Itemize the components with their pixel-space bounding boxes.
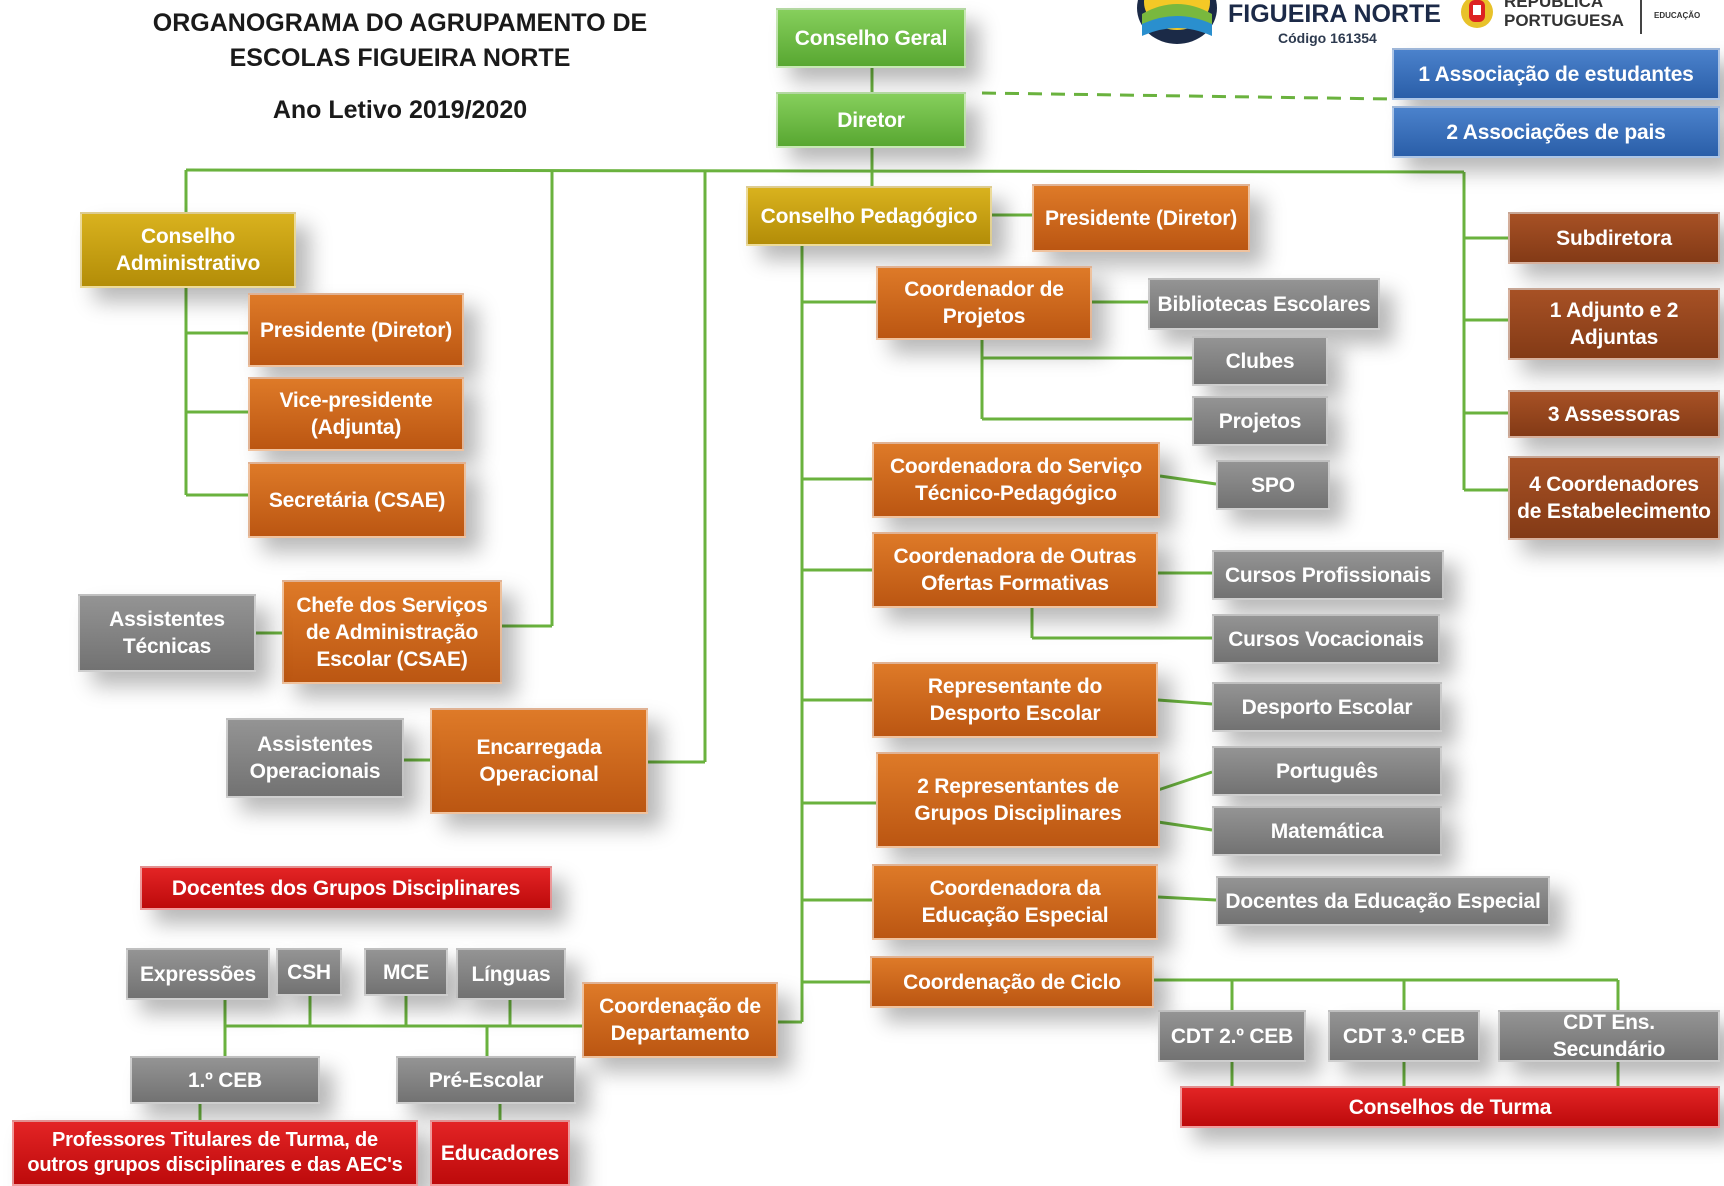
cp-presidente-box: Presidente (Diretor) [1032, 184, 1250, 252]
school-logo [1134, 0, 1220, 44]
cursos-profissionais-box: Cursos Profissionais [1212, 550, 1444, 600]
clubes-box: Clubes [1192, 336, 1328, 386]
adjuntos-box: 1 Adjunto e 2 Adjuntas [1508, 288, 1720, 360]
school-year: Ano Letivo 2019/2020 [272, 96, 528, 124]
representantes-grupos-box: 2 Representantes de Grupos Disciplinares [876, 752, 1160, 848]
republic-name: REPÚBLICA PORTUGUESA [1504, 0, 1624, 30]
associacao-estudantes-box: 1 Associação de estudantes [1392, 48, 1720, 100]
linguas-box: Línguas [456, 948, 566, 1000]
encarregada-operacional-box: Encarregada Operacional [430, 708, 648, 814]
coordenadora-educacao-especial-box: Coordenadora da Educação Especial [872, 864, 1158, 940]
coordenadores-estabelecimento-box: 4 Coordenadores de Estabelecimento [1508, 456, 1720, 540]
associacoes-pais-box: 2 Associações de pais [1392, 106, 1720, 158]
conselho-administrativo-box: Conselho Administrativo [80, 212, 296, 288]
chart-title-line1: ORGANOGRAMA DO AGRUPAMENTO DE [152, 9, 648, 37]
assessoras-box: 3 Assessoras [1508, 390, 1720, 438]
coordenadora-ofertas-box: Coordenadora de Outras Ofertas Formativa… [872, 532, 1158, 608]
conselhos-turma-box: Conselhos de Turma [1180, 1086, 1720, 1128]
desporto-escolar-box: Desporto Escolar [1212, 682, 1442, 732]
school-name: FIGUEIRA NORTE [1228, 0, 1441, 28]
mce-box: MCE [364, 948, 448, 996]
ca-vice-presidente-box: Vice-presidente (Adjunta) [248, 377, 464, 451]
csh-box: CSH [276, 948, 342, 996]
coordenacao-ciclo-box: Coordenação de Ciclo [870, 956, 1154, 1008]
republic-line1: REPÚBLICA [1504, 0, 1604, 11]
diretor-box: Diretor [776, 92, 966, 148]
spo-box: SPO [1216, 460, 1330, 510]
coordenadora-servico-box: Coordenadora do Serviço Técnico-Pedagógi… [872, 442, 1160, 518]
professores-titulares-box: Professores Titulares de Turma, de outro… [12, 1120, 418, 1186]
assistentes-tecnicas-box: Assistentes Técnicas [78, 594, 256, 672]
portugues-box: Português [1212, 746, 1442, 796]
representante-desporto-box: Representante do Desporto Escolar [872, 662, 1158, 738]
cdt-2-ceb-box: CDT 2.º CEB [1158, 1010, 1306, 1062]
cursos-vocacionais-box: Cursos Vocacionais [1212, 614, 1440, 664]
coordenacao-departamento-box: Coordenação de Departamento [582, 982, 778, 1058]
educadores-box: Educadores [430, 1120, 570, 1186]
matematica-box: Matemática [1212, 806, 1442, 856]
chart-title: ORGANOGRAMA DO AGRUPAMENTO DE ESCOLAS FI… [110, 6, 690, 76]
republic-line2: PORTUGUESA [1504, 11, 1624, 30]
pre-escolar-box: Pré-Escolar [396, 1056, 576, 1104]
docentes-grupos-box: Docentes dos Grupos Disciplinares [140, 866, 552, 910]
expressoes-box: Expressões [126, 948, 270, 1000]
republic-shield-icon [1460, 0, 1494, 36]
coordenador-projetos-box: Coordenador de Projetos [876, 266, 1092, 340]
ministry-label: EDUCAÇÃO [1654, 11, 1701, 20]
cdt-secundario-box: CDT Ens. Secundário [1498, 1010, 1720, 1062]
bibliotecas-escolares-box: Bibliotecas Escolares [1148, 278, 1380, 330]
conselho-pedagogico-box: Conselho Pedagógico [746, 186, 992, 246]
cdt-3-ceb-box: CDT 3.º CEB [1328, 1010, 1480, 1062]
logo-divider [1640, 0, 1642, 34]
primeiro-ceb-box: 1.º CEB [130, 1056, 320, 1104]
school-emblem-icon [1137, 0, 1217, 44]
chefe-servicos-box: Chefe dos Serviços de Administração Esco… [282, 580, 502, 684]
ca-presidente-box: Presidente (Diretor) [248, 293, 464, 367]
docentes-educacao-especial-box: Docentes da Educação Especial [1216, 876, 1550, 926]
assistentes-operacionais-box: Assistentes Operacionais [226, 718, 404, 798]
chart-title-line2: ESCOLAS FIGUEIRA NORTE [229, 44, 571, 72]
projetos-box: Projetos [1192, 396, 1328, 446]
ca-secretaria-box: Secretária (CSAE) [248, 462, 466, 538]
school-code: Código 161354 [1278, 30, 1377, 46]
subdiretora-box: Subdiretora [1508, 212, 1720, 264]
conselho-geral-box: Conselho Geral [776, 8, 966, 68]
